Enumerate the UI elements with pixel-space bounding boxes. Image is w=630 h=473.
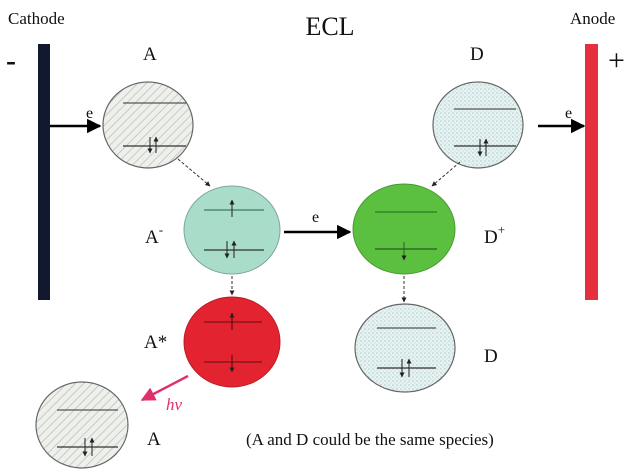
d-plus-charge: + bbox=[498, 222, 505, 237]
d-plus-base: D bbox=[484, 227, 498, 248]
a-star-circle bbox=[183, 296, 281, 388]
a-minus-circle bbox=[183, 185, 281, 275]
electron-label-cathode-to-a: e bbox=[86, 105, 93, 122]
anode-electrode bbox=[585, 44, 598, 300]
anode-sign: + bbox=[608, 44, 625, 77]
orbital-a-ground-top bbox=[102, 81, 194, 169]
orbital-a-star bbox=[183, 296, 281, 388]
orbital-d-ground-bottom bbox=[354, 303, 456, 393]
orbital-a-ground-bottom bbox=[35, 381, 129, 469]
a-bottom-circle bbox=[35, 381, 129, 469]
photon-emission-arrow bbox=[140, 374, 189, 402]
species-d-bottom-label: D bbox=[484, 346, 498, 367]
cathode-sign: - bbox=[6, 44, 16, 77]
orbital-d-plus bbox=[352, 183, 456, 275]
d-plus-circle bbox=[352, 183, 456, 275]
a-minus-base: A bbox=[145, 227, 159, 248]
path-d-to-dplus-arrow bbox=[431, 161, 461, 187]
species-d-top-label: D bbox=[470, 44, 484, 65]
d-bottom-circle bbox=[354, 303, 456, 393]
orbital-a-minus bbox=[183, 185, 281, 275]
species-a-top-label: A bbox=[143, 44, 157, 65]
a-minus-charge: - bbox=[159, 222, 163, 237]
cathode-electrode bbox=[38, 44, 50, 300]
d-top-circle bbox=[432, 81, 524, 169]
species-note: (A and D could be the same species) bbox=[246, 430, 494, 449]
photon-label: hν bbox=[166, 395, 183, 414]
path-a-to-aminus-arrow bbox=[177, 158, 211, 187]
species-a-star-label: A* bbox=[144, 332, 167, 353]
electron-label-aminus-to-dplus: e bbox=[312, 209, 319, 226]
anode-label: Anode bbox=[570, 9, 615, 28]
electron-label-d-to-anode: e bbox=[565, 105, 572, 122]
species-a-minus-label: A- bbox=[145, 222, 163, 248]
orbital-d-ground-top bbox=[432, 81, 524, 169]
diagram-title: ECL bbox=[305, 12, 354, 41]
species-a-bottom-label: A bbox=[147, 429, 161, 450]
cathode-label: Cathode bbox=[8, 9, 65, 28]
species-d-plus-label: D+ bbox=[484, 222, 505, 248]
a-top-circle bbox=[102, 81, 194, 169]
